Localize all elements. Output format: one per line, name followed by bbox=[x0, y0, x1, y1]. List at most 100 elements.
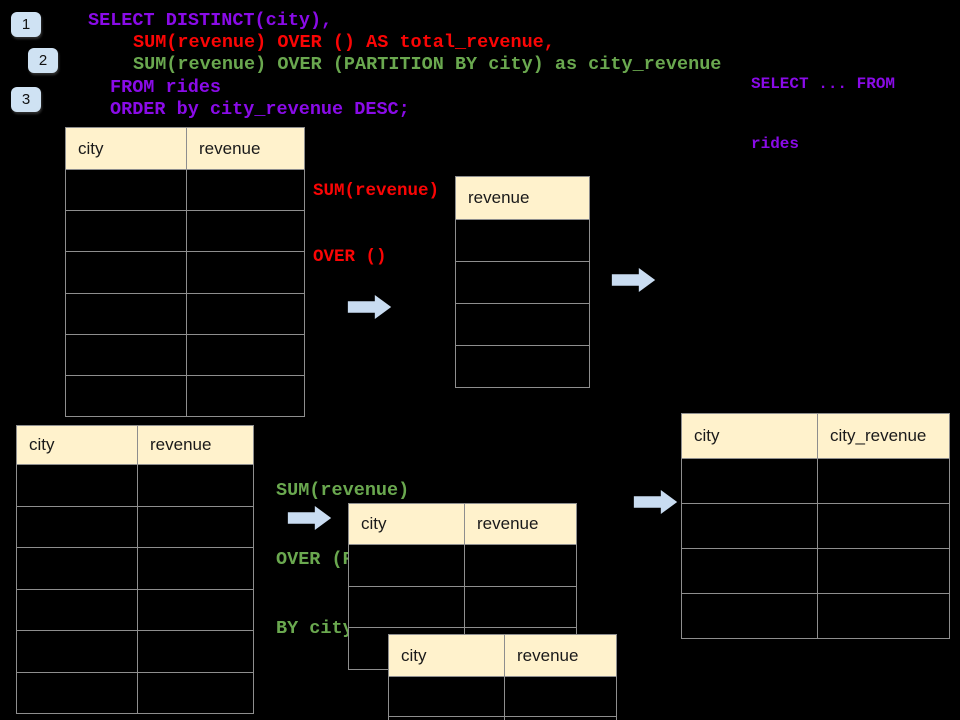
table-row bbox=[389, 676, 616, 716]
table-cell bbox=[682, 459, 817, 503]
table-cell bbox=[504, 677, 616, 716]
table-row bbox=[349, 544, 576, 586]
table-cell bbox=[186, 293, 304, 334]
table-cell bbox=[137, 672, 253, 713]
table-cell bbox=[66, 335, 186, 375]
right-arrow-icon bbox=[347, 294, 392, 320]
table-source-top: city revenue bbox=[65, 127, 305, 418]
table-cell bbox=[66, 211, 186, 251]
annotation-total-revenue: SUM(revenue) OVER () bbox=[313, 136, 439, 312]
sql-line-total: SUM(revenue) OVER () AS total_revenue, bbox=[133, 32, 555, 53]
table-row bbox=[17, 464, 253, 506]
table-cell bbox=[456, 262, 589, 303]
table-cell bbox=[186, 375, 304, 417]
column-header-revenue: revenue bbox=[464, 504, 576, 544]
table-header-row: city revenue bbox=[66, 128, 304, 169]
column-header-revenue: revenue bbox=[137, 426, 253, 464]
table-cell bbox=[17, 673, 137, 714]
table-body bbox=[456, 219, 589, 387]
annotation-total-line1: SUM(revenue) bbox=[313, 181, 440, 201]
table-row bbox=[17, 671, 253, 714]
step-badge-3: 3 bbox=[11, 87, 41, 112]
column-header-city: city bbox=[401, 645, 427, 665]
sql-line-partition: SUM(revenue) OVER (PARTITION BY city) as… bbox=[133, 54, 722, 75]
column-header-revenue: revenue bbox=[186, 128, 304, 169]
right-arrow-icon bbox=[611, 267, 656, 293]
table-header-row: revenue bbox=[456, 177, 589, 219]
sql-line-from: FROM rides bbox=[110, 77, 222, 98]
table-row bbox=[682, 548, 949, 593]
table-row bbox=[349, 585, 576, 628]
table-cell bbox=[464, 545, 576, 586]
table-cell bbox=[137, 506, 253, 547]
column-header-city: city bbox=[694, 426, 720, 445]
table-row bbox=[389, 716, 616, 720]
step-badge-2: 2 bbox=[28, 48, 58, 73]
table-cell bbox=[66, 170, 186, 210]
select-from-note: SELECT ... FROM rides bbox=[751, 34, 895, 194]
table-cell bbox=[186, 170, 304, 211]
table-cell bbox=[17, 631, 137, 672]
table-body bbox=[389, 676, 616, 720]
table-cell bbox=[17, 465, 137, 506]
table-header-row: city city_revenue bbox=[682, 414, 949, 458]
table-row bbox=[456, 219, 589, 261]
right-arrow-icon bbox=[287, 505, 332, 531]
table-cell bbox=[17, 507, 137, 548]
table-row bbox=[456, 303, 589, 345]
table-total-revenue: revenue bbox=[455, 176, 590, 388]
table-row bbox=[456, 261, 589, 303]
table-cell bbox=[682, 549, 817, 593]
table-body bbox=[66, 169, 304, 417]
table-row bbox=[66, 251, 304, 293]
table-row bbox=[17, 630, 253, 672]
column-header-revenue: revenue bbox=[504, 635, 616, 676]
table-cell bbox=[66, 252, 186, 292]
table-header-row: city revenue bbox=[17, 426, 253, 464]
table-row bbox=[66, 210, 304, 252]
table-header-row: city revenue bbox=[349, 504, 576, 544]
column-header-city: city bbox=[29, 435, 55, 454]
table-cell bbox=[456, 304, 589, 345]
column-header-revenue: revenue bbox=[468, 188, 530, 207]
table-cell bbox=[66, 294, 186, 334]
table-cell bbox=[389, 677, 504, 716]
table-cell bbox=[504, 717, 616, 720]
table-cell bbox=[456, 220, 589, 261]
table-result-city-revenue: city city_revenue bbox=[681, 413, 950, 639]
table-cell bbox=[137, 631, 253, 672]
table-partition-grouped-overlay: city revenue bbox=[388, 634, 617, 720]
table-cell bbox=[817, 594, 949, 638]
table-cell bbox=[17, 590, 137, 631]
table-cell bbox=[817, 459, 949, 503]
select-from-note-line2: rides bbox=[751, 135, 800, 153]
step-badge-1: 1 bbox=[11, 12, 41, 37]
table-header-row: city revenue bbox=[389, 635, 616, 676]
table-row bbox=[66, 333, 304, 375]
column-header-city-revenue: city_revenue bbox=[817, 414, 949, 458]
annotation-partition-line1: SUM(revenue) bbox=[276, 480, 410, 501]
table-cell bbox=[186, 211, 304, 252]
table-row bbox=[17, 547, 253, 589]
table-cell bbox=[137, 548, 253, 589]
table-cell bbox=[186, 334, 304, 375]
select-from-note-line1: SELECT ... FROM bbox=[751, 75, 896, 93]
table-cell bbox=[137, 465, 253, 506]
table-row bbox=[66, 374, 304, 417]
table-row bbox=[456, 345, 589, 387]
table-body bbox=[17, 464, 253, 713]
table-row bbox=[17, 588, 253, 631]
column-header-city: city bbox=[78, 138, 104, 158]
sql-line-select: SELECT DISTINCT(city), bbox=[88, 10, 333, 31]
table-source-bottom: city revenue bbox=[16, 425, 254, 714]
table-body bbox=[682, 458, 949, 638]
table-row bbox=[682, 593, 949, 638]
table-cell bbox=[817, 504, 949, 548]
table-cell bbox=[17, 548, 137, 589]
table-cell bbox=[682, 504, 817, 548]
table-row bbox=[66, 292, 304, 334]
table-cell bbox=[186, 252, 304, 293]
table-cell bbox=[137, 589, 253, 630]
sql-line-order: ORDER by city_revenue DESC; bbox=[110, 99, 410, 120]
